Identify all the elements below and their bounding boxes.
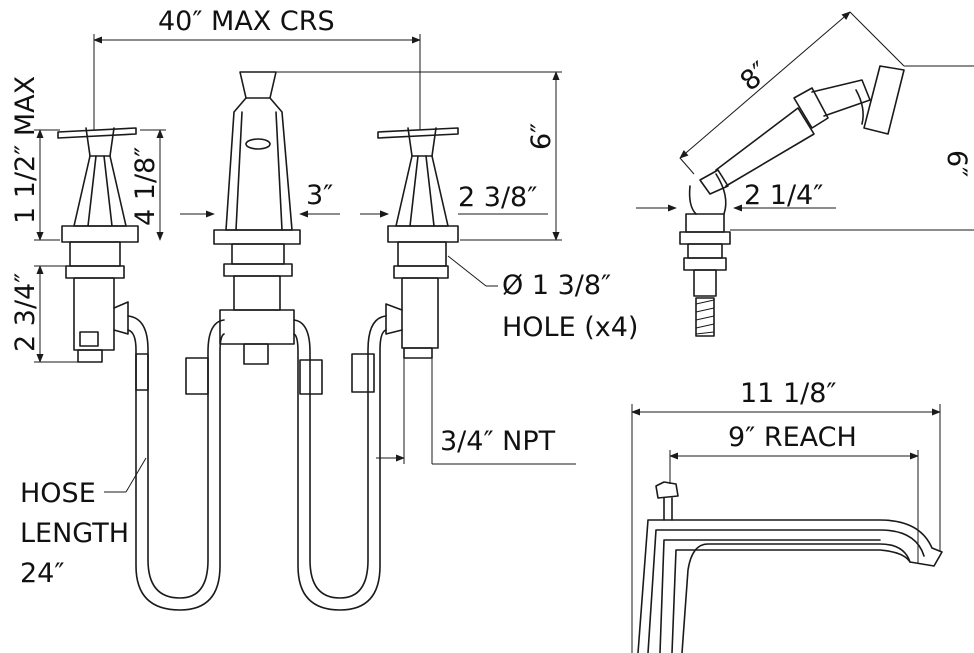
handshower-length-label: 8″ [735, 56, 776, 97]
tub-spout-dimensions [631, 404, 941, 653]
max-centers-label: 40″ MAX CRS [158, 6, 335, 37]
tub-spout [637, 481, 943, 653]
supply-hoses [127, 315, 387, 611]
handshower-base-label: 2 1/4″ [744, 180, 823, 211]
hole-count-label: HOLE (x4) [502, 312, 638, 343]
right-handle-valve [377, 127, 459, 359]
npt-label: 3/4″ NPT [440, 426, 556, 457]
valve-height-label: 4 1/8″ [130, 147, 161, 226]
handshower-height-label: 6″ [941, 150, 972, 177]
center-spout [213, 71, 301, 365]
hose-label-line-3: 24″ [20, 558, 64, 589]
shank-label: 2 3/4″ [10, 273, 41, 352]
dimension-lines [34, 34, 576, 493]
hose-label-line-2: LENGTH [20, 518, 129, 549]
hole-label: Ø 1 3/8″ [502, 270, 611, 301]
hose-label-line-1: HOSE [20, 478, 96, 509]
handshower-dimensions [636, 11, 974, 231]
spout-height-label: 6″ [526, 123, 557, 150]
spout-base-label: 3″ [306, 180, 333, 211]
spout-overall-label: 11 1/8″ [740, 378, 836, 409]
spout-reach-label: 9″ REACH [728, 422, 857, 453]
handle-height-label: 1 1/2″ MAX [10, 76, 41, 224]
left-handle-valve [57, 127, 139, 363]
handle-base-label: 2 3/8″ [458, 182, 537, 213]
